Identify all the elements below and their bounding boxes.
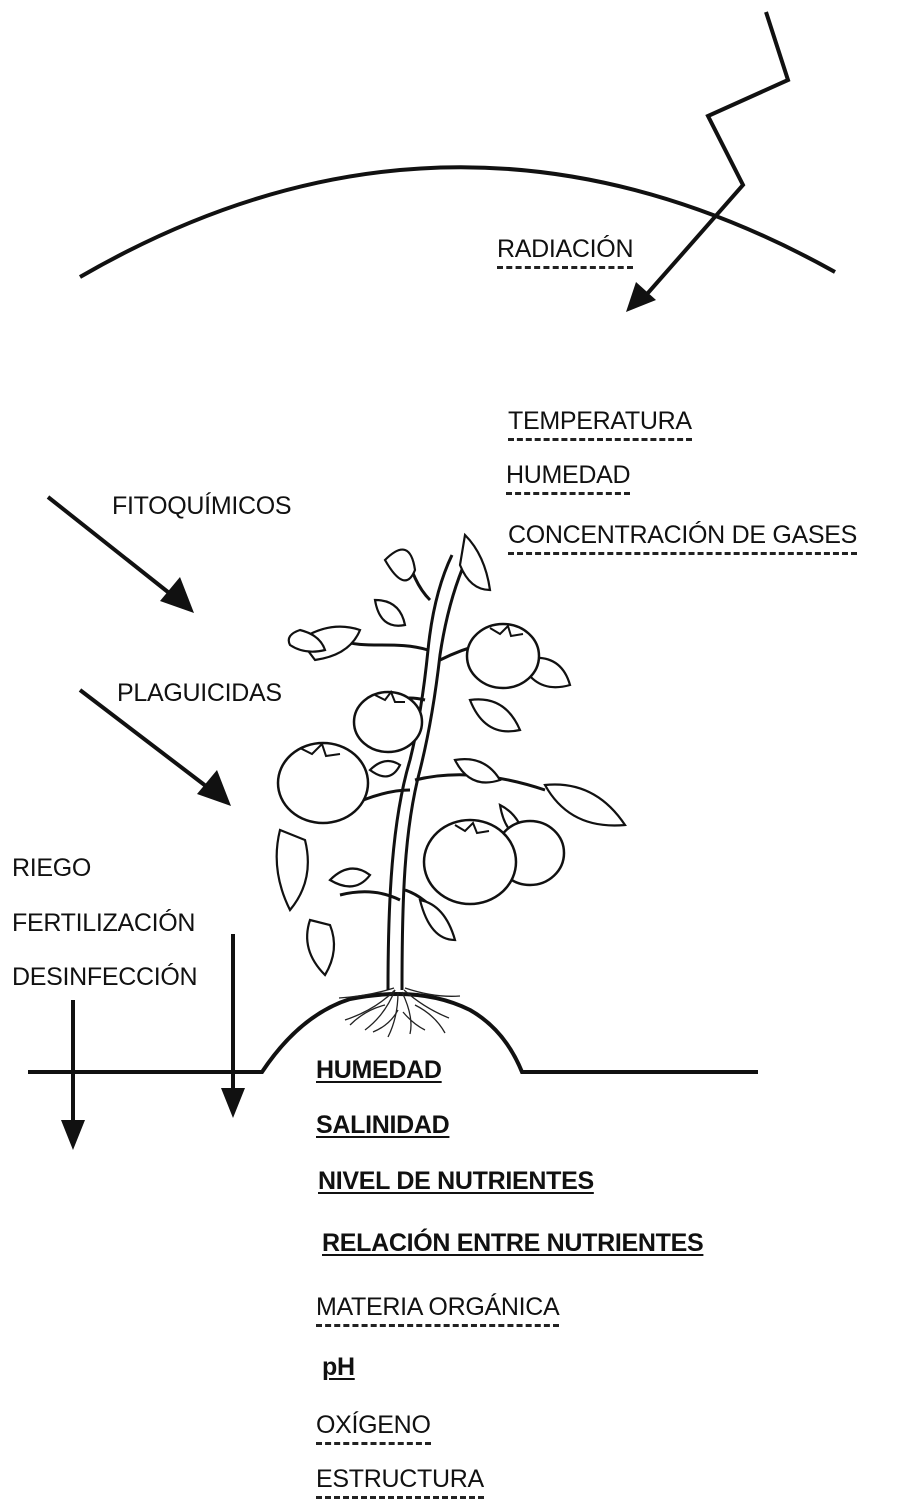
phytochemicals-label: FITOQUÍMICOS — [112, 492, 292, 520]
structure-label: ESTRUCTURA — [316, 1464, 484, 1499]
radiation-ray — [638, 11, 791, 304]
gas-concentration-label: CONCENTRACIÓN DE GASES — [508, 520, 857, 555]
radiation-arrowhead — [626, 282, 656, 312]
atmosphere-arc — [78, 165, 836, 279]
tomato — [352, 690, 424, 754]
radiation-label: RADIACIÓN — [497, 234, 634, 269]
salinity-label: SALINIDAD — [316, 1111, 450, 1139]
ph-label: pH — [322, 1353, 355, 1381]
air-humidity-label: HUMEDAD — [506, 460, 631, 495]
organic-matter-label: MATERIA ORGÁNICA — [316, 1292, 560, 1327]
plant-roots — [338, 987, 461, 1038]
irrigation-label: RIEGO — [12, 854, 92, 882]
tomato-calyxes — [299, 624, 524, 835]
nutrient-ratio-label: RELACIÓN ENTRE NUTRIENTES — [322, 1229, 704, 1257]
tomato — [276, 741, 370, 825]
disinfection-label: DESINFECCIÓN — [12, 963, 198, 991]
nutrient-level-label: NIVEL DE NUTRIENTES — [318, 1167, 594, 1195]
temperature-label: TEMPERATURA — [508, 406, 692, 441]
soil-humidity-label: HUMEDAD — [316, 1056, 442, 1084]
phytochemicals-arrow — [46, 495, 180, 602]
pesticides-label: PLAGUICIDAS — [117, 679, 282, 707]
tomatoes — [276, 622, 566, 906]
fertilization-label: FERTILIZACIÓN — [12, 909, 196, 937]
oxygen-label: OXÍGENO — [316, 1410, 431, 1445]
pesticides-arrow — [78, 688, 217, 795]
tomato — [465, 622, 541, 690]
tomato — [422, 818, 518, 906]
